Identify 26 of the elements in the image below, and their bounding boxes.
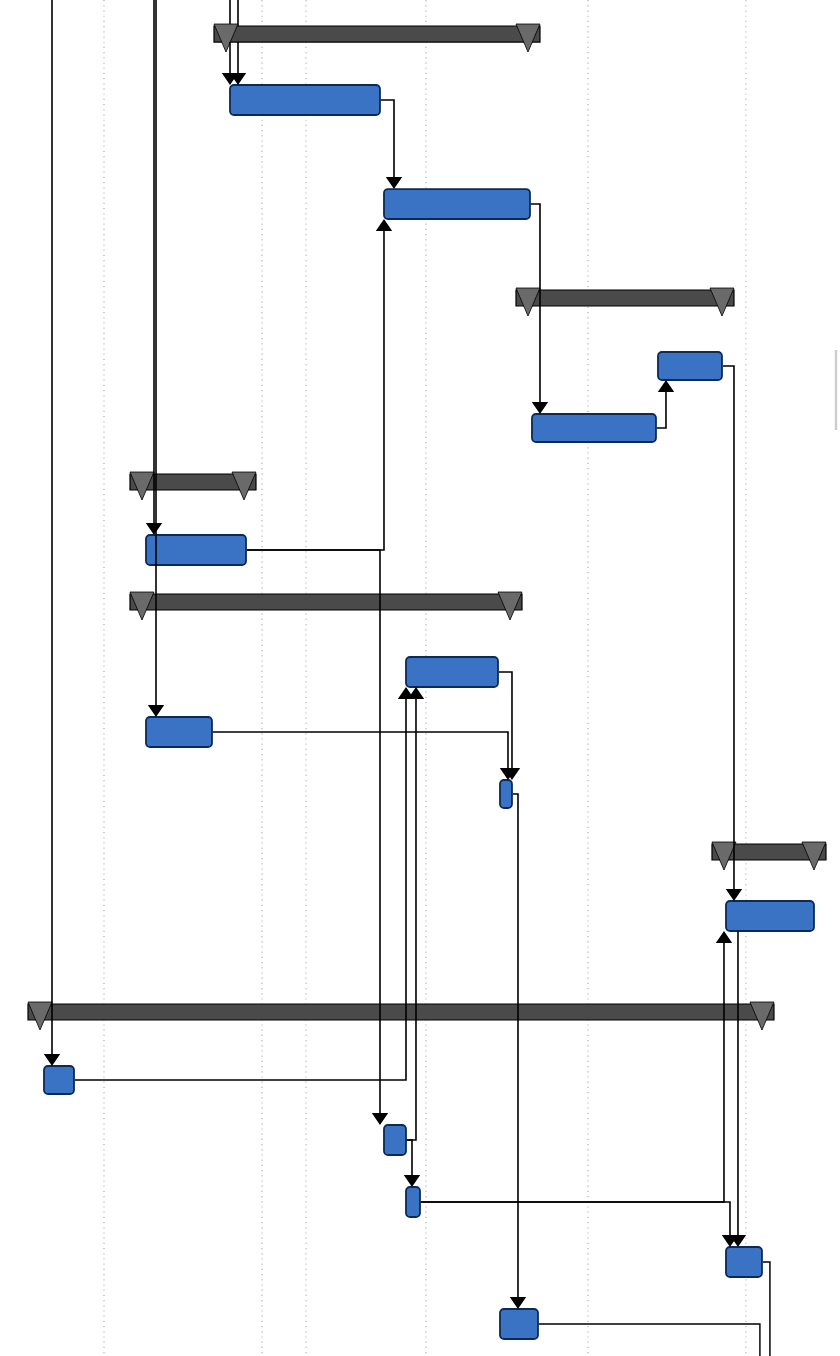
task-bar — [499, 1308, 539, 1340]
task-bar — [725, 1246, 763, 1278]
connector-arrow — [380, 99, 403, 189]
summary-bar — [515, 287, 735, 317]
task-bar — [43, 1065, 75, 1095]
summary-bar — [129, 591, 523, 621]
summary-bar — [213, 23, 541, 53]
connector-arrow — [722, 365, 743, 901]
summary-bar — [129, 471, 257, 501]
task-bar — [229, 84, 381, 116]
task-bar — [725, 900, 815, 932]
task-bar — [405, 656, 499, 688]
connector-arrow — [420, 1201, 739, 1247]
summary-bar — [27, 1001, 775, 1031]
task-bar — [383, 1124, 407, 1156]
connector-arrow — [498, 671, 521, 780]
task-bar — [145, 716, 213, 748]
connector-arrow — [246, 549, 389, 1125]
task-bar — [657, 351, 723, 381]
task-bar — [405, 1186, 421, 1218]
task-bar — [531, 413, 657, 443]
task-bar — [499, 779, 513, 809]
summary-bar — [711, 841, 827, 871]
connector-arrow — [530, 203, 549, 414]
task-bar — [383, 188, 531, 220]
task-bar — [145, 534, 247, 566]
